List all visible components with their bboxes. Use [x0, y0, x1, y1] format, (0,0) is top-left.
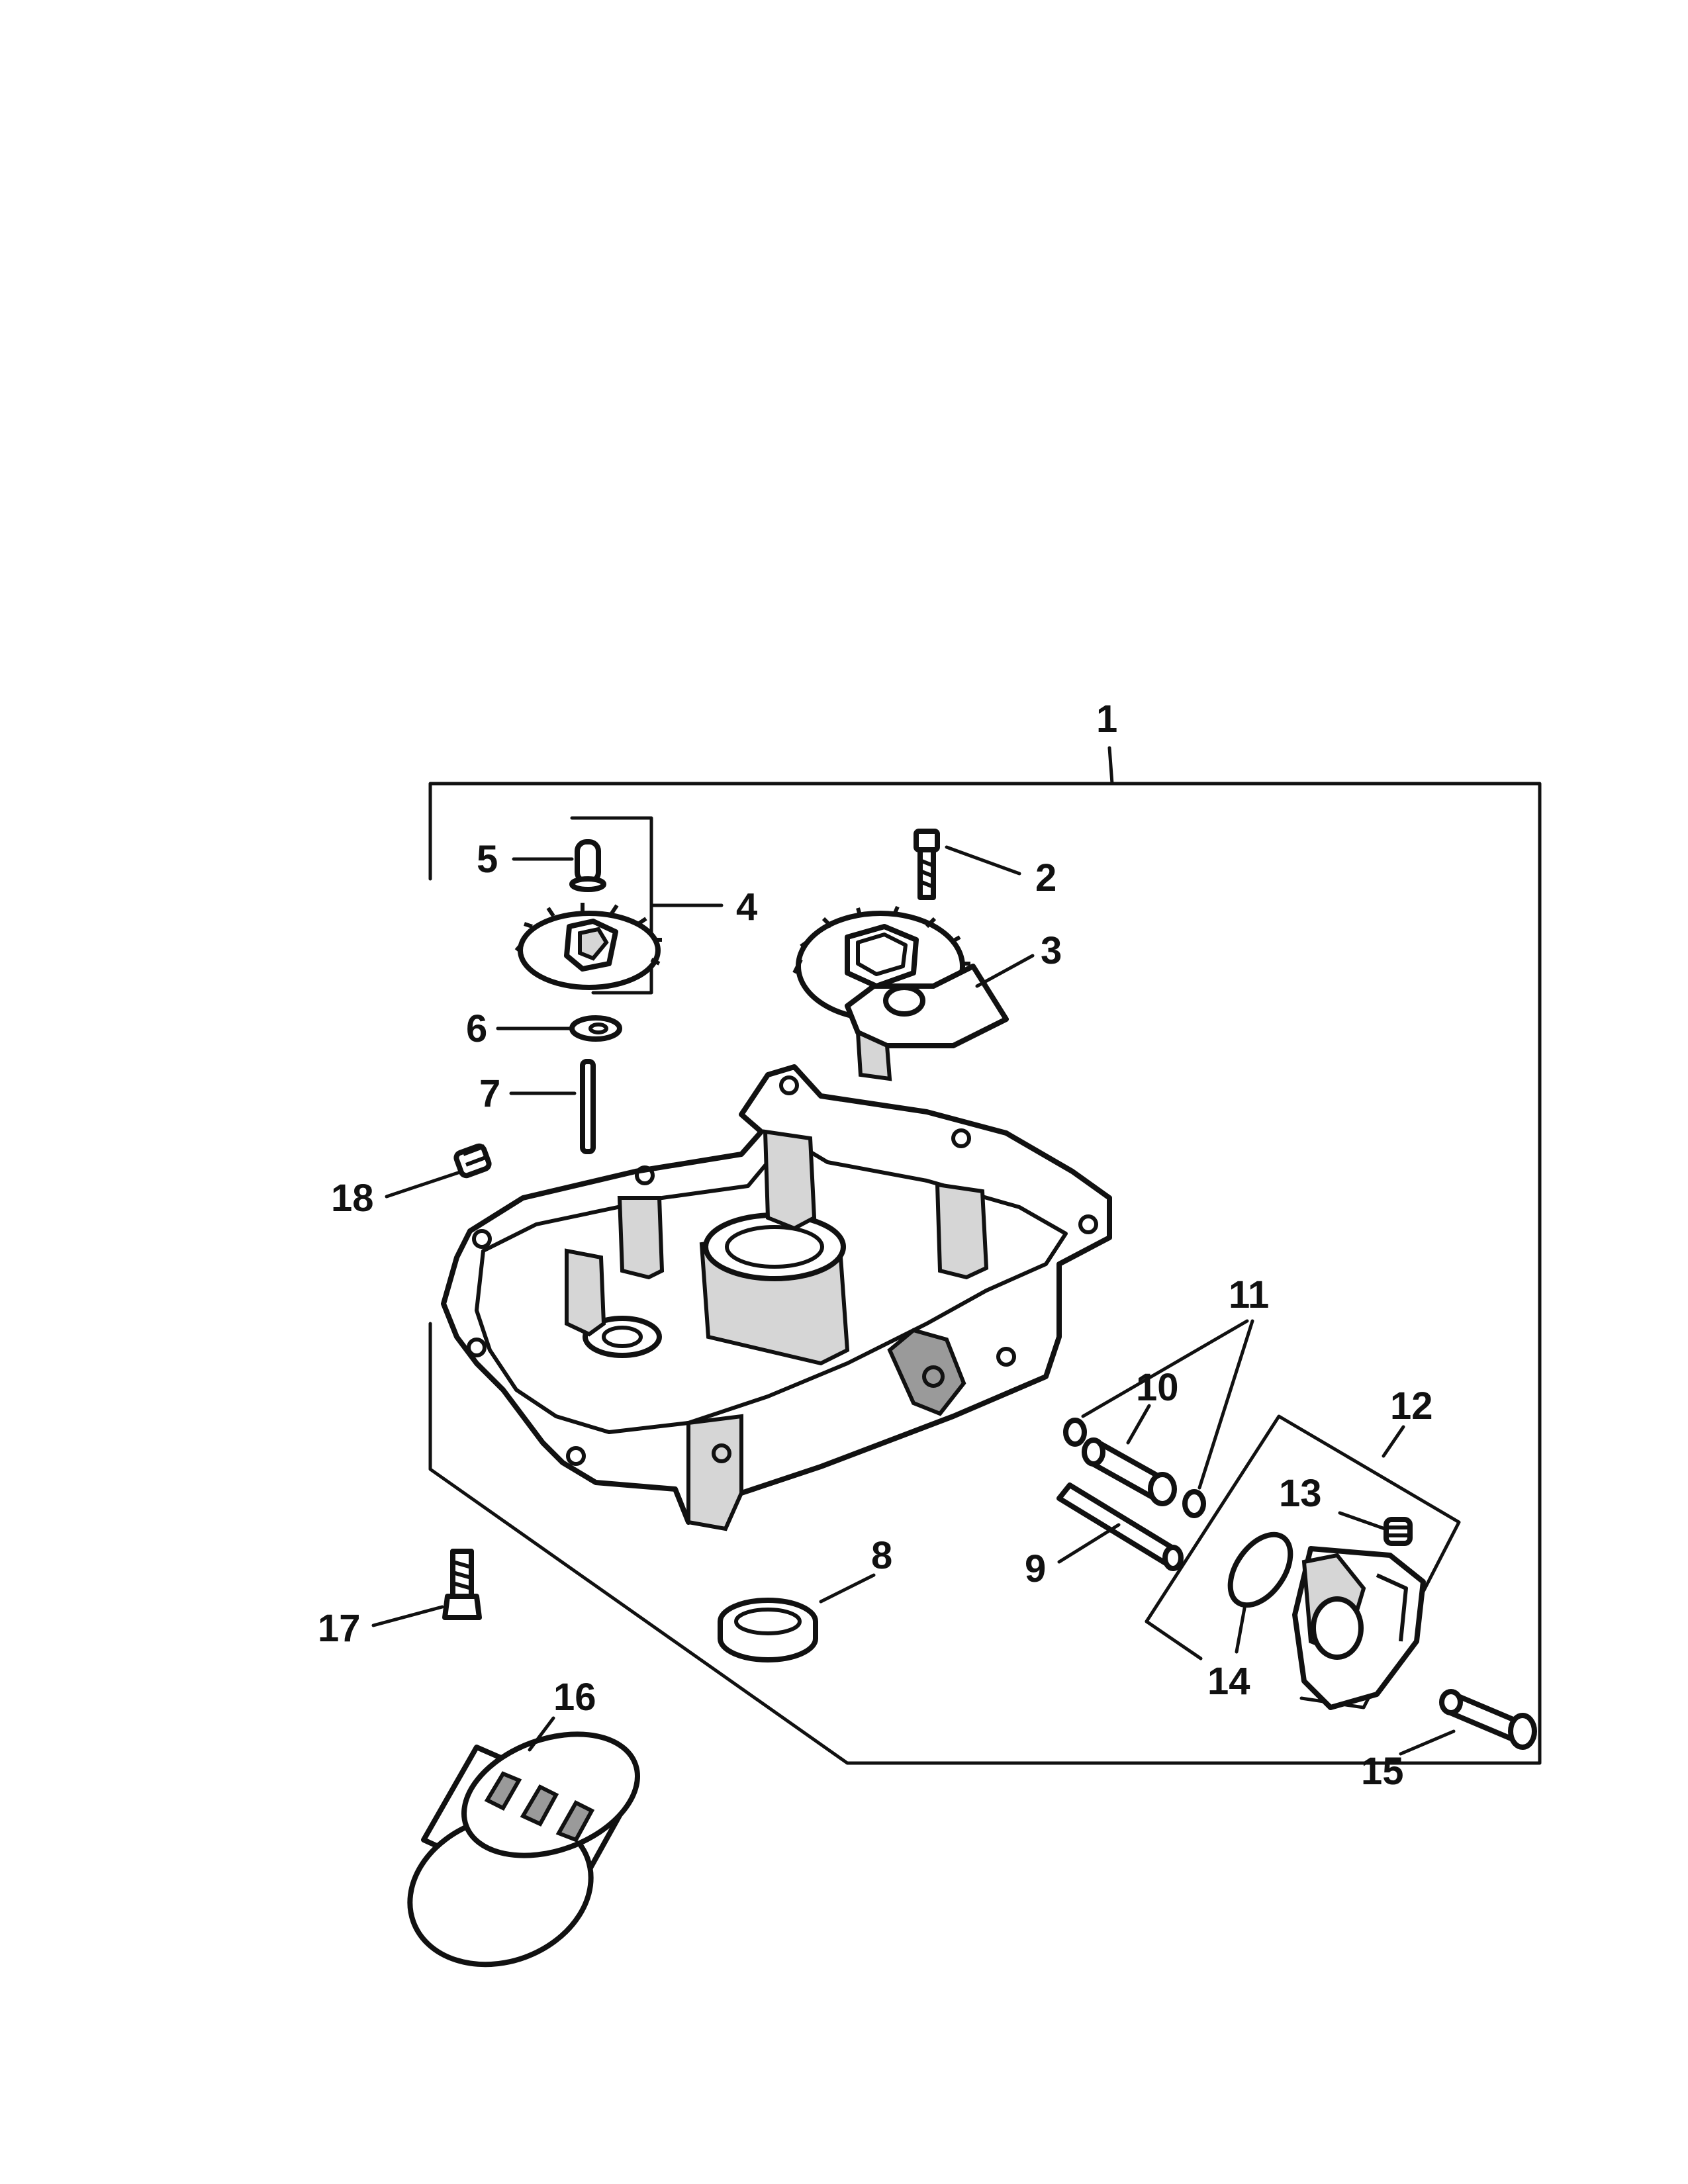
leader-line-17	[371, 1605, 444, 1627]
leader-line-15	[1399, 1729, 1456, 1756]
shoulder-bolt-icon	[1439, 1689, 1537, 1750]
washer-icon	[569, 1015, 622, 1042]
o-ring-icon	[1182, 1489, 1206, 1518]
callout-11: 11	[1229, 1273, 1269, 1316]
callout-2: 2	[1035, 856, 1056, 899]
callout-18: 18	[331, 1177, 374, 1220]
assembly-boundary-line	[428, 782, 1542, 1765]
callout-17: 17	[318, 1607, 361, 1650]
callout-16: 16	[553, 1676, 596, 1719]
plug-icon	[453, 1143, 492, 1179]
callout-8: 8	[871, 1534, 892, 1577]
subassembly-bracket-12-corner	[1145, 1619, 1203, 1661]
oil-filter-icon	[407, 1731, 640, 1968]
shaft-icon	[580, 1059, 596, 1154]
leader-line-14	[1235, 1606, 1246, 1654]
oil-pan-icon	[441, 1064, 1112, 1531]
gear-icon	[514, 903, 662, 990]
callout-14: 14	[1207, 1660, 1250, 1703]
gear-icon	[792, 905, 1009, 1081]
leader-line-13	[1338, 1511, 1387, 1531]
callout-1: 1	[1096, 698, 1117, 741]
callout-10: 10	[1136, 1366, 1179, 1409]
callout-13: 13	[1279, 1472, 1322, 1515]
leader-line-11	[1081, 1319, 1254, 1490]
fitting-icon	[1082, 1437, 1177, 1506]
callout-12: 12	[1390, 1385, 1433, 1428]
o-ring-icon	[1227, 1531, 1293, 1608]
pin-icon	[569, 839, 606, 892]
leader-line-10	[1126, 1404, 1151, 1445]
bolt-icon	[442, 1549, 482, 1620]
bolt-icon	[914, 829, 940, 900]
callout-15: 15	[1361, 1750, 1404, 1793]
leader-line-3	[975, 954, 1035, 988]
callout-4: 4	[736, 886, 757, 929]
leader-line-2	[945, 845, 1021, 876]
oil-seal-icon	[718, 1598, 818, 1662]
leader-line-8	[819, 1573, 876, 1604]
callout-7: 7	[479, 1072, 500, 1115]
leader-line-9	[1057, 1523, 1121, 1564]
callout-6: 6	[466, 1007, 487, 1050]
leader-line-18	[385, 1171, 460, 1199]
callout-3: 3	[1041, 929, 1062, 972]
leader-line-1	[1107, 746, 1114, 786]
leader-line-12	[1382, 1425, 1405, 1458]
leader-line-16	[528, 1716, 555, 1752]
set-screw-icon	[1383, 1517, 1413, 1546]
callout-9: 9	[1025, 1547, 1046, 1590]
o-ring-icon	[1063, 1418, 1087, 1447]
callout-5: 5	[477, 838, 498, 881]
oil-pump-icon	[1292, 1546, 1426, 1710]
